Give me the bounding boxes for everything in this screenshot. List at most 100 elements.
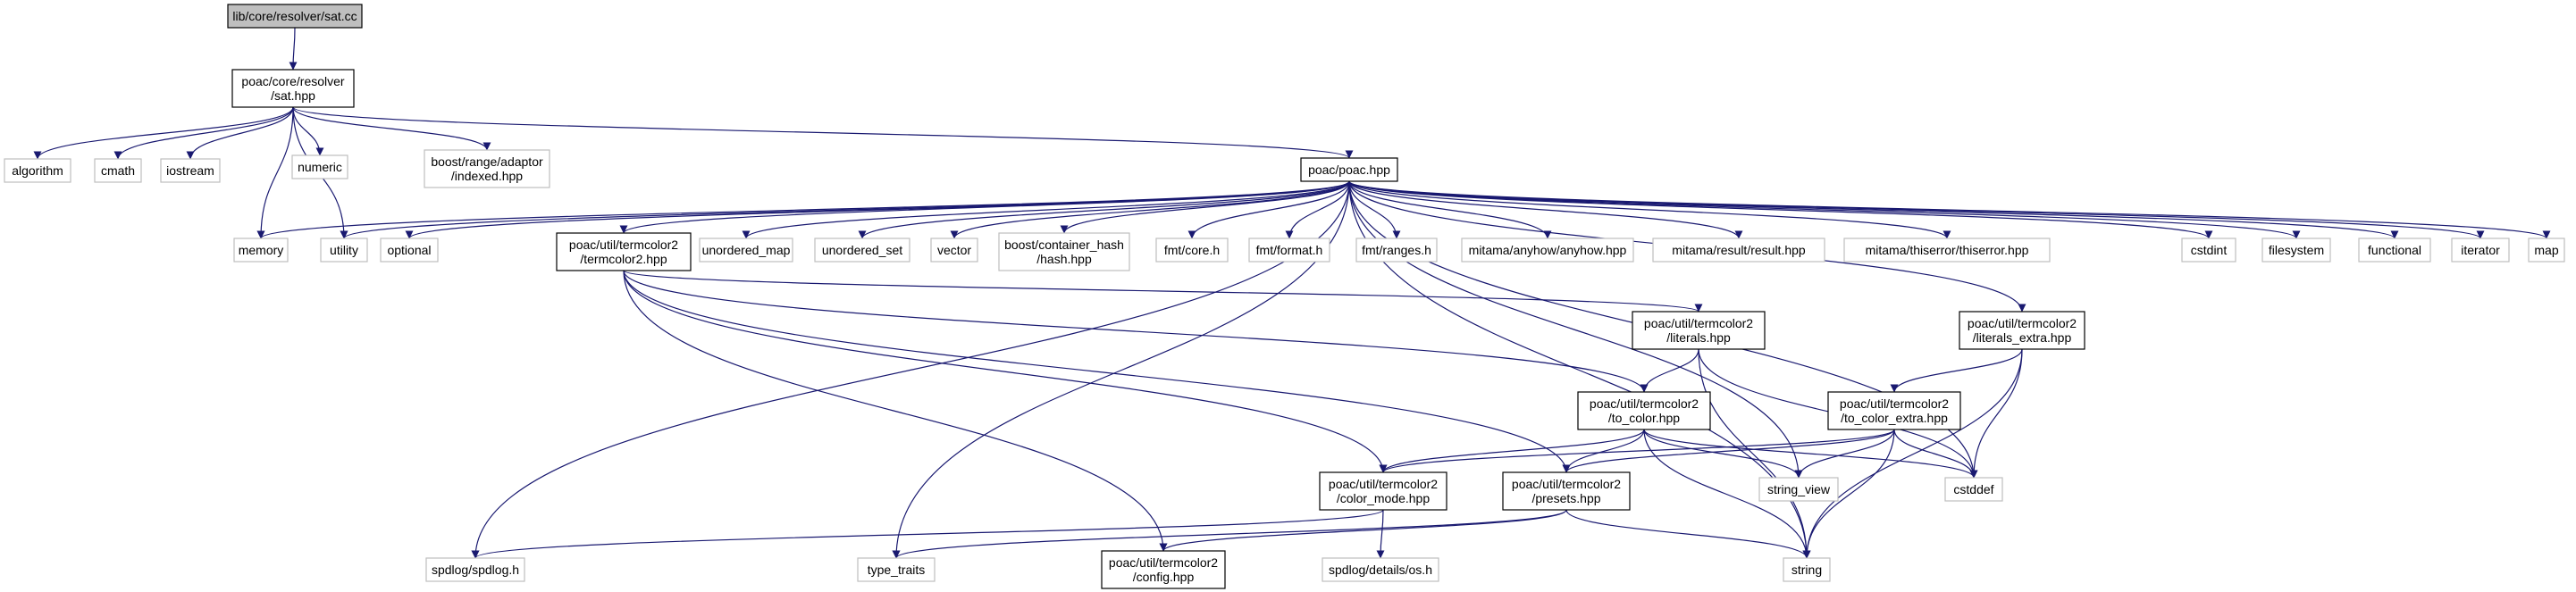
edge-literals_extra-to-to_color_extra xyxy=(1890,348,2023,393)
node-box xyxy=(160,158,221,183)
node-to-color-extra[interactable]: poac/util/termcolor2/to_color_extra.hpp xyxy=(1827,391,1961,430)
node-box xyxy=(1827,391,1961,430)
node-literals[interactable]: poac/util/termcolor2/literals.hpp xyxy=(1632,311,1766,350)
node-label: iterator xyxy=(2461,243,2500,257)
edge-sat_hpp-to-memory xyxy=(256,106,294,239)
edge-to_color_extra-to-string xyxy=(1802,429,1895,559)
edge-presets-to-type_traits xyxy=(892,509,1567,559)
node-label: spdlog/spdlog.h xyxy=(432,563,519,577)
node-cstddef: cstddef xyxy=(1944,477,2003,502)
edge-literals_extra-to-cstddef xyxy=(1969,348,2023,479)
edge-poac_hpp-to-utility xyxy=(340,180,1350,239)
node-label: /sat.hpp xyxy=(271,88,315,103)
node-unordered-set: unordered_set xyxy=(814,238,910,263)
node-box xyxy=(1300,157,1398,182)
node-box xyxy=(998,232,1130,271)
node-box xyxy=(227,4,363,29)
node-label: /termcolor2.hpp xyxy=(580,252,667,266)
node-box xyxy=(814,238,910,263)
node-label: unordered_set xyxy=(822,243,902,257)
node-label: poac/util/termcolor2 xyxy=(569,238,678,252)
edge-termcolor2-to-literals xyxy=(623,270,1703,313)
node-label: mitama/result/result.hpp xyxy=(1672,243,1806,257)
node-indexed: boost/range/adaptor/indexed.hpp xyxy=(424,149,550,188)
edge-poac_hpp-to-termcolor2 xyxy=(619,180,1350,234)
node-iostream: iostream xyxy=(160,158,221,183)
node-label: /presets.hpp xyxy=(1531,491,1600,505)
edge-sat_hpp-to-iostream xyxy=(186,106,294,160)
node-os-h: spdlog/details/os.h xyxy=(1322,557,1439,582)
node-label: cmath xyxy=(101,163,135,178)
node-presets[interactable]: poac/util/termcolor2/presets.hpp xyxy=(1502,471,1631,511)
node-label: poac/util/termcolor2 xyxy=(1109,555,1218,570)
node-fmt-ranges: fmt/ranges.h xyxy=(1355,238,1438,263)
node-box xyxy=(857,557,936,582)
node-label: fmt/ranges.h xyxy=(1362,243,1431,257)
edge-presets-to-string xyxy=(1565,509,1811,559)
edge-literals-to-string xyxy=(1698,348,1811,559)
node-config[interactable]: poac/util/termcolor2/config.hpp xyxy=(1101,550,1226,589)
edge-poac_hpp-to-string_view xyxy=(1348,180,1803,479)
node-sat-hpp[interactable]: poac/core/resolver/sat.hpp xyxy=(231,69,355,108)
node-poac-hpp[interactable]: poac/poac.hpp xyxy=(1300,157,1398,182)
edge-layer xyxy=(33,27,2551,559)
node-hash: boost/container_hash/hash.hpp xyxy=(998,232,1130,271)
node-box xyxy=(2181,238,2236,263)
node-label: poac/util/termcolor2 xyxy=(1840,396,1949,411)
edge-to_color-to-color_mode xyxy=(1379,429,1645,473)
node-box xyxy=(1959,311,2085,350)
node-label: /color_mode.hpp xyxy=(1337,491,1431,505)
node-label: vector xyxy=(937,243,971,257)
node-box xyxy=(2261,238,2331,263)
node-label: spdlog/details/os.h xyxy=(1329,563,1432,577)
node-result: mitama/result/result.hpp xyxy=(1652,238,1825,263)
edge-literals_extra-to-string xyxy=(1802,348,2023,559)
node-literals-extra[interactable]: poac/util/termcolor2/literals_extra.hpp xyxy=(1959,311,2085,350)
edge-poac_hpp-to-anyhow xyxy=(1348,180,1552,239)
node-label: functional xyxy=(2368,243,2421,257)
node-label: optional xyxy=(387,243,431,257)
node-color-mode[interactable]: poac/util/termcolor2/color_mode.hpp xyxy=(1319,471,1447,511)
edge-termcolor2-to-to_color xyxy=(623,270,1649,393)
edge-sat_hpp-to-cmath xyxy=(113,106,294,160)
edge-color_mode-to-spdlog xyxy=(471,509,1384,559)
node-box xyxy=(556,232,692,271)
node-box xyxy=(1577,391,1711,430)
node-box xyxy=(1652,238,1825,263)
node-label: /literals.hpp xyxy=(1666,330,1731,345)
node-to-color[interactable]: poac/util/termcolor2/to_color.hpp xyxy=(1577,391,1711,430)
node-label: iostream xyxy=(166,163,214,178)
edge-poac_hpp-to-filesystem xyxy=(1348,180,2301,239)
node-vector: vector xyxy=(930,238,978,263)
node-label: memory xyxy=(239,243,284,257)
edge-sat_hpp-to-indexed xyxy=(292,106,491,151)
node-filesystem: filesystem xyxy=(2261,238,2331,263)
node-unordered-map: unordered_map xyxy=(699,238,793,263)
node-box xyxy=(233,238,289,263)
node-box xyxy=(930,238,978,263)
edge-sat_cc-to-sat_hpp xyxy=(289,27,298,71)
edge-sat_hpp-to-algorithm xyxy=(33,106,294,160)
node-string-view: string_view xyxy=(1758,477,1839,502)
node-label: unordered_map xyxy=(702,243,791,257)
node-spdlog: spdlog/spdlog.h xyxy=(425,557,525,582)
node-label: /indexed.hpp xyxy=(451,169,523,183)
node-label: poac/util/termcolor2 xyxy=(1968,316,2077,330)
node-label: /to_color.hpp xyxy=(1608,411,1680,425)
node-layer: lib/core/resolver/sat.cc poac/core/resolv… xyxy=(4,4,2565,589)
edge-to_color-to-string xyxy=(1643,429,1811,559)
node-box xyxy=(380,238,439,263)
node-numeric: numeric xyxy=(291,154,348,179)
node-termcolor2[interactable]: poac/util/termcolor2/termcolor2.hpp xyxy=(556,232,692,271)
node-label: utility xyxy=(330,243,358,257)
node-box xyxy=(1783,557,1831,582)
node-sat-cc[interactable]: lib/core/resolver/sat.cc xyxy=(227,4,363,29)
edge-poac_hpp-to-memory xyxy=(256,180,1350,239)
node-label: boost/container_hash xyxy=(1004,238,1124,252)
edge-poac_hpp-to-fmt_core xyxy=(1187,180,1350,239)
node-label: filesystem xyxy=(2269,243,2324,257)
edge-to_color_extra-to-color_mode xyxy=(1379,429,1895,473)
edge-literals-to-to_color xyxy=(1640,348,1699,393)
node-box xyxy=(2528,238,2565,263)
edge-termcolor2-to-color_mode xyxy=(623,270,1388,473)
